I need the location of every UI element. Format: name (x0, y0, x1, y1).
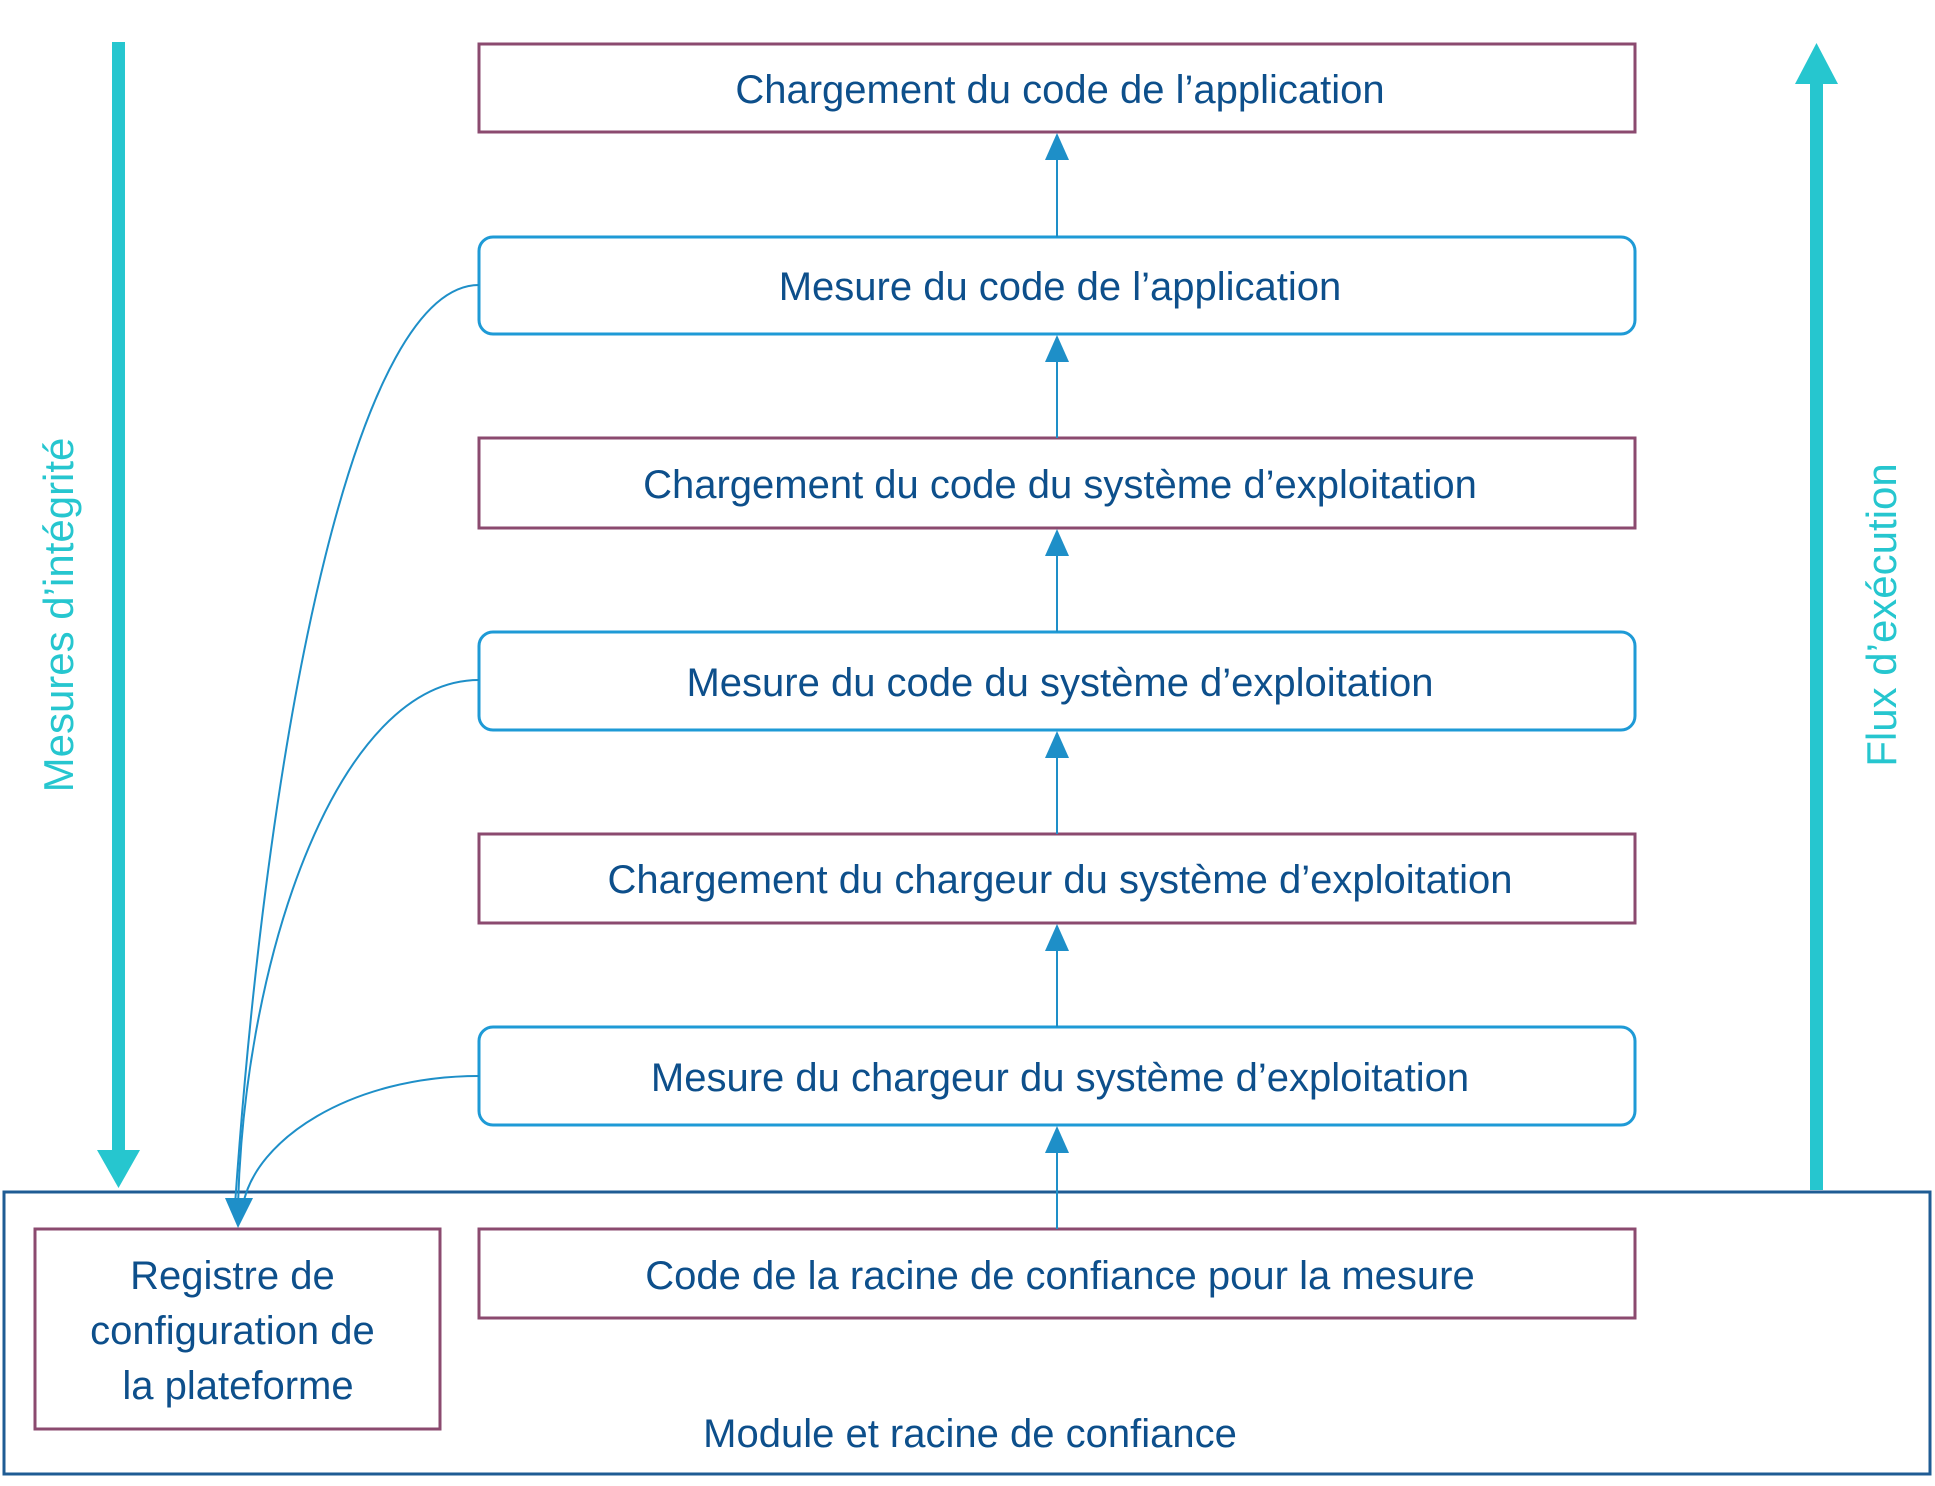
integrity-measurements-arrow (97, 42, 140, 1188)
stack-box-loader-measure: Mesure du chargeur du système d’exploita… (477, 1025, 1637, 1127)
stack-box-rtm-code: Code de la racine de confiance pour la m… (477, 1227, 1637, 1320)
curve-os-measure (237, 679, 480, 1206)
curve-app-measure (234, 284, 480, 1206)
connector-arrowhead (1045, 335, 1069, 362)
connector-arrowhead (1045, 924, 1069, 951)
stack-label: Code de la racine de confiance pour la m… (645, 1254, 1474, 1298)
stack-box-os-measure: Mesure du code du système d’exploitation (477, 630, 1637, 732)
trust-module-box (2, 1190, 1932, 1476)
connector-arrowhead (1045, 731, 1069, 758)
pcr-label: Registre de configuration de la platefor… (90, 1254, 386, 1408)
flow-connectors (1045, 133, 1069, 1229)
measurement-curves (234, 284, 480, 1206)
execution-flow-arrow (1795, 43, 1838, 1190)
pcr-box (33, 1227, 442, 1431)
stack-label: Chargement du code du système d’exploita… (643, 463, 1477, 507)
trust-module-label: Module et racine de confiance (703, 1412, 1237, 1456)
connector-arrowhead (1045, 133, 1069, 160)
stack-box-loader-load: Chargement du chargeur du système d’expl… (477, 832, 1637, 925)
connector-arrowhead (1045, 1126, 1069, 1153)
register-arrowhead (225, 1198, 253, 1228)
execution-flow-label: Flux d’exécution (1858, 463, 1905, 767)
curve-loader-measure (242, 1075, 480, 1206)
stack-box-app-load: Chargement du code de l’application (477, 42, 1637, 134)
stack-label: Mesure du code de l’application (779, 265, 1342, 309)
stack-label: Mesure du code du système d’exploitation (686, 661, 1433, 705)
stack-box-app-measure: Mesure du code de l’application (477, 235, 1637, 336)
integrity-measurements-label: Mesures d’intégrité (35, 438, 82, 793)
stack-label: Chargement du chargeur du système d’expl… (608, 858, 1513, 902)
connector-arrowhead (1045, 529, 1069, 556)
stack-label: Mesure du chargeur du système d’exploita… (651, 1056, 1469, 1100)
stack-box-os-load: Chargement du code du système d’exploita… (477, 436, 1637, 530)
stack-label: Chargement du code de l’application (735, 68, 1384, 112)
